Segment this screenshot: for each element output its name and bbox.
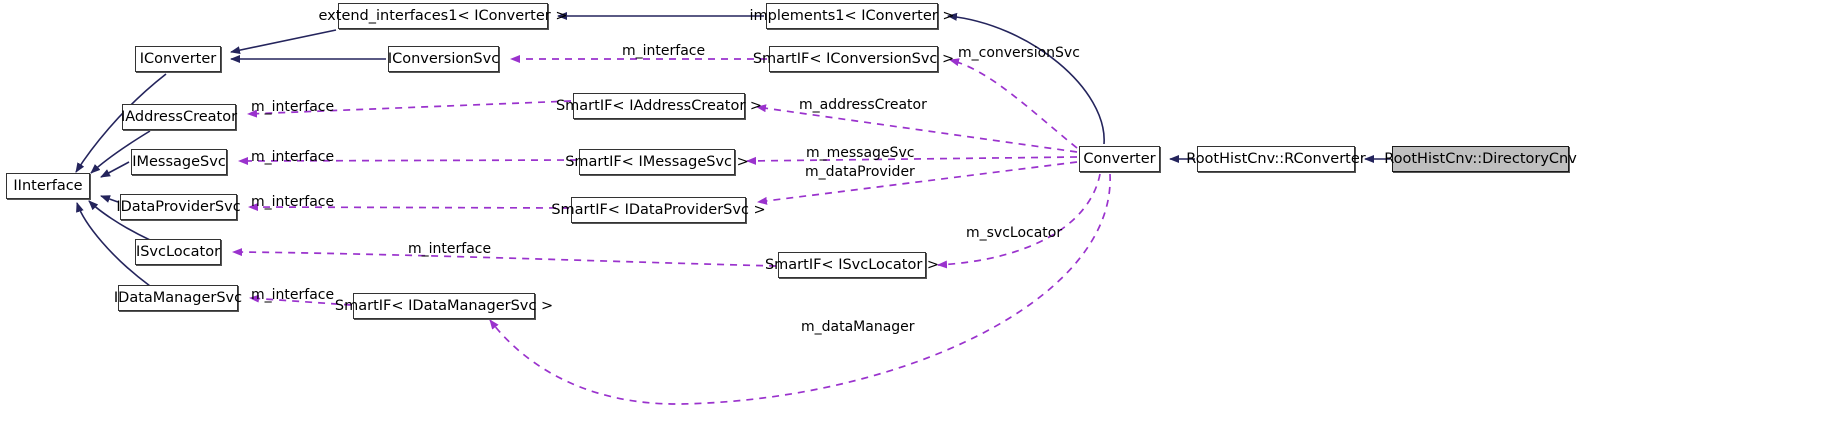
node-iaddresscreator[interactable]: IAddressCreator — [120, 104, 238, 130]
edge-label-m-dataprovider: m_dataProvider — [805, 164, 915, 180]
node-label: SmartIF< IDataProviderSvc > — [551, 201, 766, 218]
node-implements1-iconverter[interactable]: implements1< IConverter > — [749, 3, 955, 29]
node-idataprovidersvc[interactable]: IDataProviderSvc — [116, 194, 241, 220]
node-idatamanagersvc[interactable]: IDataManagerSvc — [114, 285, 242, 311]
node-label: SmartIF< IMessageSvc > — [565, 153, 749, 170]
node-isvclocator[interactable]: ISvcLocator — [135, 239, 221, 265]
node-label: SmartIF< ISvcLocator > — [764, 256, 940, 273]
node-smartif-isvclocator[interactable]: SmartIF< ISvcLocator > — [765, 252, 939, 278]
edge-label-m-interface-addresscreator: m_interface — [251, 99, 335, 115]
node-iconverter[interactable]: IConverter — [135, 46, 221, 72]
edge-label-m-addresscreator: m_addressCreator — [799, 97, 927, 113]
node-label: IDataProviderSvc — [116, 198, 241, 215]
node-label: IInterface — [13, 177, 83, 194]
node-label: RootHistCnv::RConverter — [1186, 150, 1366, 167]
node-extend-interfaces1-iconverter[interactable]: extend_interfaces1< IConverter > — [319, 3, 567, 29]
edge-label-m-datamanager: m_dataManager — [801, 319, 915, 335]
edge-label-m-interface-svclocator: m_interface — [408, 241, 492, 257]
node-label: IConverter — [139, 50, 217, 67]
node-iconversionsvc[interactable]: IConversionSvc — [388, 46, 499, 72]
node-iinterface[interactable]: IInterface — [6, 173, 90, 199]
node-label: extend_interfaces1< IConverter > — [318, 7, 568, 24]
node-label: SmartIF< IAddressCreator > — [555, 97, 763, 114]
edge-label-m-interface-datamanagersvc: m_interface — [251, 287, 335, 303]
node-smartif-iaddresscreator[interactable]: SmartIF< IAddressCreator > — [556, 93, 762, 119]
node-roothistcnv-directorycnv[interactable]: RootHistCnv::DirectoryCnv — [1384, 146, 1577, 172]
edge-label-m-conversionsvc: m_conversionSvc — [958, 45, 1080, 61]
edge-label-m-interface-conversionsvc: m_interface — [622, 43, 706, 59]
node-label: IMessageSvc — [132, 153, 226, 170]
node-label: implements1< IConverter > — [749, 7, 955, 24]
edge-label-m-interface-messagesvc: m_interface — [251, 149, 335, 165]
node-converter[interactable]: Converter — [1079, 146, 1160, 172]
node-label: Converter — [1083, 150, 1156, 167]
node-smartif-imessagesvc[interactable]: SmartIF< IMessageSvc > — [565, 149, 749, 175]
node-imessagesvc[interactable]: IMessageSvc — [131, 149, 227, 175]
node-smartif-idataprovidersvc[interactable]: SmartIF< IDataProviderSvc > — [551, 197, 766, 223]
node-smartif-idatamanagersvc[interactable]: SmartIF< IDataManagerSvc > — [335, 293, 553, 319]
node-label: IDataManagerSvc — [113, 289, 243, 306]
node-smartif-iconversionsvc[interactable]: SmartIF< IConversionSvc > — [753, 46, 954, 72]
edge-label-m-messagesvc: m_messageSvc — [806, 145, 915, 161]
node-label: SmartIF< IConversionSvc > — [752, 50, 955, 67]
node-label: IAddressCreator — [120, 108, 238, 125]
node-roothistcnv-rconverter[interactable]: RootHistCnv::RConverter — [1186, 146, 1366, 172]
edge-label-m-interface-dataprovidersvc: m_interface — [251, 194, 335, 210]
node-label: SmartIF< IDataManagerSvc > — [334, 297, 554, 314]
node-label: RootHistCnv::DirectoryCnv — [1384, 150, 1577, 167]
node-label: ISvcLocator — [135, 243, 221, 260]
edge-label-m-svclocator: m_svcLocator — [966, 225, 1063, 241]
node-label: IConversionSvc — [387, 50, 500, 67]
